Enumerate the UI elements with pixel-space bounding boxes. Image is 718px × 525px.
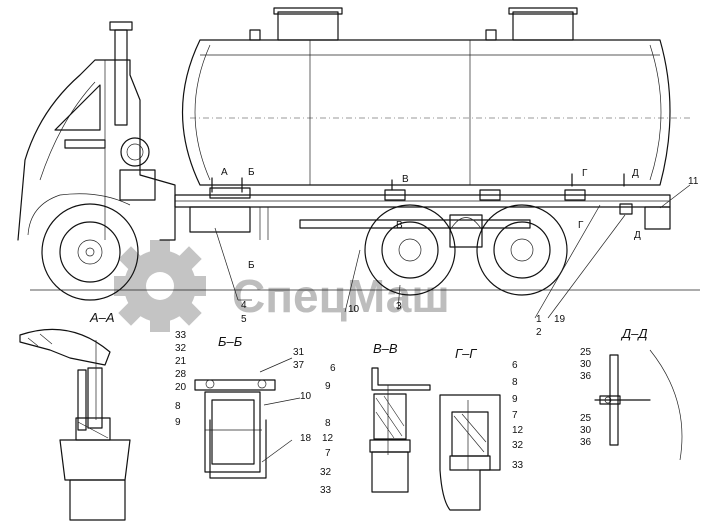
svg-text:12: 12 — [322, 433, 334, 444]
section-g-g-title: Г–Г — [455, 346, 477, 361]
watermark-text: СпецМаш — [232, 270, 450, 322]
svg-text:30: 30 — [580, 425, 592, 436]
front-wheel — [41, 203, 139, 301]
main-side-view: А Б Б В В Г Г Д Д 4 5 10 3 1 2 — [17, 7, 700, 338]
section-b-b: Б–Б — [194, 334, 301, 479]
mark-a: А — [221, 167, 228, 178]
callout-3: 3 — [396, 301, 402, 312]
svg-text:25: 25 — [580, 347, 592, 358]
section-g-g-callouts-item: 9 — [512, 394, 518, 405]
callout-1: 1 — [536, 314, 542, 325]
section-v-v: В–В — [369, 341, 431, 493]
svg-text:18: 18 — [300, 433, 312, 444]
section-d-d: Д–Д — [594, 326, 683, 461]
section-g-g-callouts: 6 8 9 7 12 32 33 — [512, 360, 524, 471]
svg-text:37: 37 — [293, 360, 305, 371]
section-d-d-callouts: 25 30 36 25 30 36 — [580, 347, 592, 448]
tank — [182, 7, 690, 186]
rear-wheel-2 — [476, 204, 568, 296]
section-v-v-callouts: 6 9 8 12 7 32 33 — [320, 363, 336, 496]
callout-11: 11 — [688, 176, 699, 187]
section-g-g: Г–Г — [439, 346, 501, 511]
section-v-v-title: В–В — [373, 341, 398, 356]
mark-d-top: Д — [632, 168, 639, 179]
chassis-frame — [174, 187, 671, 240]
section-d-d-title: Д–Д — [620, 326, 648, 341]
section-a-a-callouts-item: 21 — [175, 356, 187, 367]
section-a-a: А–А — [19, 310, 131, 521]
svg-text:32: 32 — [320, 467, 332, 478]
section-a-a-callouts-item: 8 — [175, 401, 181, 412]
callout-10: 10 — [348, 304, 360, 315]
section-a-a-callouts-item: 33 — [175, 330, 187, 341]
section-a-a-callouts-item: 32 — [175, 343, 187, 354]
svg-text:36: 36 — [580, 437, 592, 448]
section-g-g-callouts-item: 33 — [512, 460, 524, 471]
section-b-b-callouts: 31 37 10 18 — [293, 347, 312, 444]
svg-text:6: 6 — [330, 363, 336, 374]
callout-2: 2 — [536, 327, 542, 338]
mark-g-bottom: Г — [578, 220, 584, 231]
mark-d-bottom: Д — [634, 230, 641, 241]
section-b-b-title: Б–Б — [218, 334, 243, 349]
callout-5: 5 — [241, 314, 247, 325]
section-g-g-callouts-item: 32 — [512, 440, 524, 451]
section-a-a-callouts-item: 20 — [175, 382, 187, 393]
svg-text:33: 33 — [320, 485, 332, 496]
callout-19: 19 — [554, 314, 566, 325]
watermark: СпецМаш — [114, 240, 450, 332]
section-g-g-callouts-item: 7 — [512, 410, 518, 421]
svg-text:25: 25 — [580, 413, 592, 424]
svg-text:10: 10 — [300, 391, 312, 402]
main-callouts: 4 5 10 3 1 2 19 11 — [214, 176, 699, 338]
mark-v-top: В — [402, 174, 409, 185]
svg-text:7: 7 — [325, 448, 331, 459]
svg-text:8: 8 — [325, 418, 331, 429]
svg-text:31: 31 — [293, 347, 305, 358]
mark-v-bottom: В — [396, 220, 403, 231]
section-markers: А Б Б В В Г Г Д Д — [211, 167, 641, 271]
truck-cab — [17, 21, 176, 241]
section-a-a-callouts-item: 9 — [175, 417, 181, 428]
section-a-a-title: А–А — [89, 310, 115, 325]
callout-4: 4 — [241, 300, 247, 311]
mark-b-bottom: Б — [248, 260, 255, 271]
svg-text:9: 9 — [325, 381, 331, 392]
section-g-g-callouts-item: 12 — [512, 425, 524, 436]
svg-text:30: 30 — [580, 359, 592, 370]
rear-wheel-1 — [364, 204, 456, 296]
svg-text:36: 36 — [580, 371, 592, 382]
section-g-g-callouts-item: 8 — [512, 377, 518, 388]
mark-g-top: Г — [582, 168, 588, 179]
section-a-a-callouts: 33 32 21 28 20 8 9 — [175, 330, 187, 428]
section-g-g-callouts-item: 6 — [512, 360, 518, 371]
mark-b-top: Б — [248, 167, 255, 178]
section-a-a-callouts-item: 28 — [175, 369, 187, 380]
gear-icon — [114, 240, 206, 332]
